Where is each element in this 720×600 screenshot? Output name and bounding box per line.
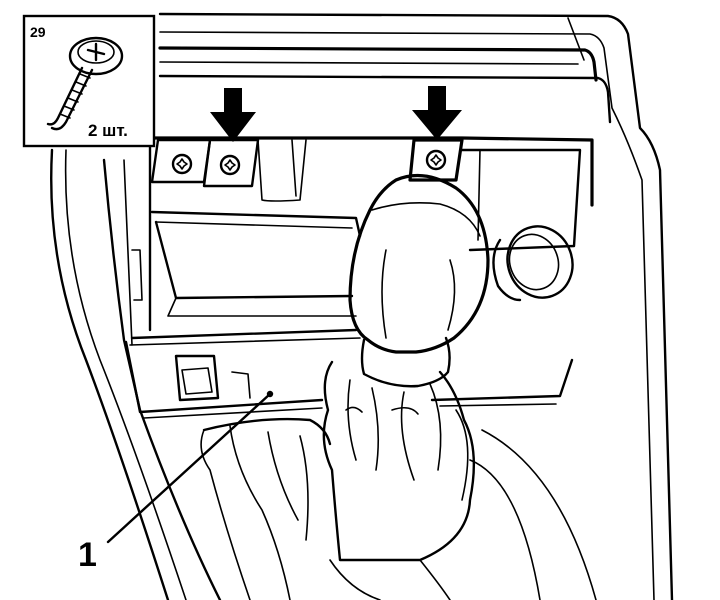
gear-boot	[200, 360, 597, 600]
screw-icon	[46, 36, 124, 131]
screw-inset: 29 2 шт.	[22, 14, 156, 148]
round-control-knob[interactable]	[492, 217, 582, 307]
upper-cover-panel	[148, 136, 594, 332]
console-left-side	[50, 148, 222, 600]
torx-screw-icon	[219, 154, 241, 176]
down-arrow-icon	[412, 86, 462, 140]
console-tray	[129, 210, 362, 346]
callout-1: 1	[78, 390, 274, 574]
torx-screw-icon	[425, 149, 447, 171]
torx-screw-icon	[171, 153, 193, 175]
switch-panel	[124, 340, 574, 419]
dashboard-frame	[158, 12, 674, 600]
inset-quantity: 2 шт.	[88, 121, 128, 140]
callout-label: 1	[78, 536, 97, 574]
gear-shift-knob[interactable]	[348, 173, 490, 388]
down-arrow-icon	[210, 88, 256, 142]
inset-number: 29	[30, 24, 46, 40]
switch-button[interactable]	[174, 354, 220, 402]
